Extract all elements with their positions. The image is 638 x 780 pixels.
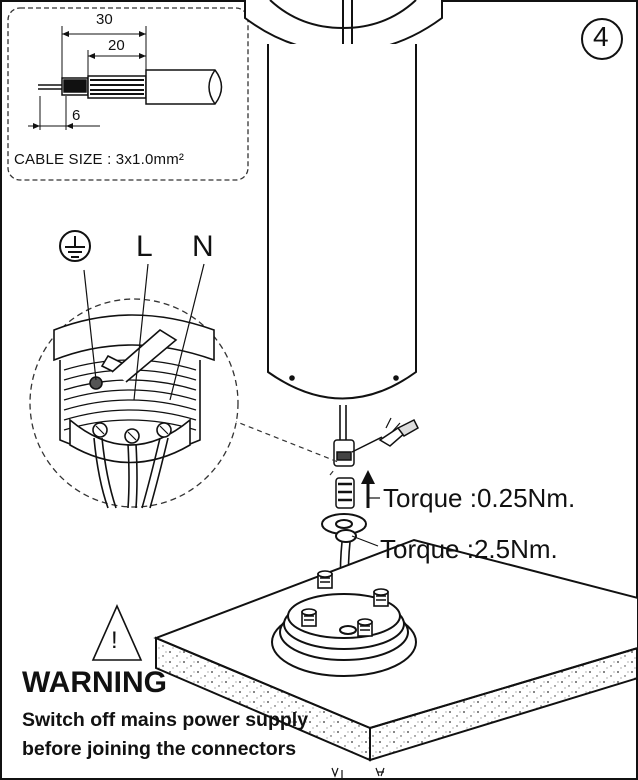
gland-nut	[321, 513, 367, 543]
step-number: 4	[593, 21, 609, 52]
dim-middle-label: 20	[108, 37, 125, 54]
base-plate	[271, 593, 417, 677]
neutral-terminal-label: N	[192, 230, 214, 263]
step-circle	[581, 18, 623, 60]
dim-outer-label: 30	[96, 11, 113, 28]
cable-down	[339, 405, 347, 440]
warning-line-1: Switch off mains power supply	[22, 709, 309, 731]
bollard-post	[267, 44, 417, 400]
torque-upper-label: Torque :0.25Nm.	[383, 483, 576, 513]
lower-connector	[335, 477, 355, 509]
warning-title: WARNING	[22, 666, 167, 699]
terminal-detail	[53, 314, 215, 464]
torque-leader-lines	[351, 497, 380, 547]
warning-triangle-icon	[91, 604, 143, 661]
dimension-arrows	[33, 31, 146, 129]
rotation-arrow-icon	[361, 470, 375, 508]
torque-lower-label: Torque :2.5Nm.	[380, 534, 558, 564]
warning-line-2: before joining the connectors	[22, 738, 297, 760]
terminal-label-leaders	[83, 263, 205, 401]
upper-connector	[333, 439, 355, 467]
anchor-bolts	[301, 570, 389, 637]
cable-size-label: CABLE SIZE : 3x1.0mm²	[14, 151, 185, 168]
ground-symbol-icon	[59, 230, 91, 262]
zoom-leader-lines	[231, 419, 339, 476]
cable-strip-drawing	[38, 69, 223, 105]
screwdriver-icon	[351, 417, 419, 453]
live-terminal-label: L	[136, 230, 153, 263]
terminal-wires	[93, 437, 169, 509]
bottom-marks	[331, 767, 385, 778]
dimension-lines	[28, 26, 147, 130]
warning-symbol: !	[111, 627, 118, 654]
dim-strip-label: 6	[72, 107, 81, 124]
